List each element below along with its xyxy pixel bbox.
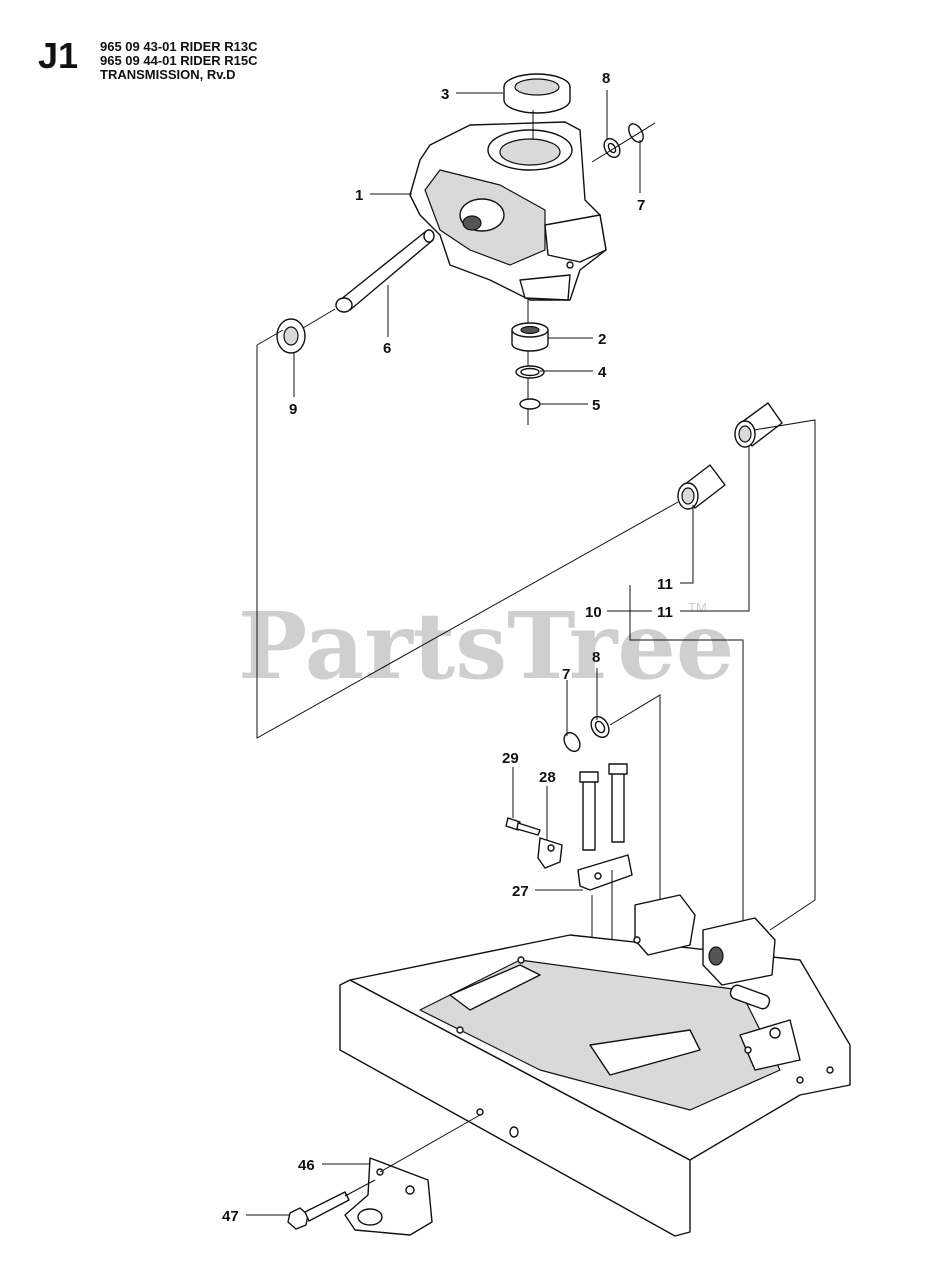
part-2-bearing[interactable]: [511, 322, 549, 352]
callout-7-top: 7: [637, 197, 645, 214]
part-11-bushing-left[interactable]: [677, 464, 726, 510]
callout-10: 10: [585, 604, 602, 621]
diagram-header: 965 09 43-01 RIDER R13C 965 09 44-01 RID…: [100, 40, 258, 82]
callout-1: 1: [355, 187, 363, 204]
callout-27: 27: [512, 883, 529, 900]
callout-11-a: 11: [657, 576, 673, 593]
part-27-bracket[interactable]: [577, 854, 633, 891]
part-5-washer[interactable]: [519, 398, 541, 410]
part-7-ring-top[interactable]: [626, 121, 646, 144]
part-7-ring-middle[interactable]: [561, 730, 583, 754]
header-line-3: TRANSMISSION, Rv.D: [100, 67, 236, 82]
callout-5: 5: [592, 397, 600, 414]
header-line-1: 965 09 43-01 RIDER R13C: [100, 39, 258, 54]
part-47-bolt[interactable]: [287, 1191, 350, 1230]
callout-6: 6: [383, 340, 391, 357]
header-line-2: 965 09 44-01 RIDER R15C: [100, 53, 258, 68]
diagram-code: J1: [38, 35, 79, 76]
callout-47: 47: [222, 1208, 239, 1225]
callout-8-top: 8: [602, 70, 610, 87]
callout-28: 28: [539, 769, 556, 786]
part-6-shaft[interactable]: [335, 229, 435, 313]
part-29-screw[interactable]: [505, 817, 541, 836]
part-8-washer-middle[interactable]: [588, 713, 613, 740]
part-9-seal[interactable]: [276, 318, 306, 354]
part-46-bracket[interactable]: [344, 1157, 433, 1236]
callout-7-middle: 7: [562, 666, 570, 683]
watermark-trademark: TM: [688, 600, 707, 615]
part-4-circlip[interactable]: [515, 365, 545, 379]
callout-8-middle: 8: [592, 649, 600, 666]
callout-2: 2: [598, 331, 606, 348]
transmission-housing[interactable]: [409, 121, 607, 301]
long-bolt-left[interactable]: [579, 771, 599, 851]
callout-4: 4: [598, 364, 607, 381]
part-8-washer-top[interactable]: [601, 136, 623, 160]
long-bolt-right[interactable]: [608, 763, 628, 843]
part-28-clip[interactable]: [537, 837, 563, 869]
frame-assembly[interactable]: [339, 894, 851, 1237]
callout-29: 29: [502, 750, 519, 767]
part-11-bushing-right[interactable]: [734, 402, 783, 448]
callout-11-b: 11: [657, 604, 673, 621]
callout-3: 3: [441, 86, 449, 103]
callout-46: 46: [298, 1157, 315, 1174]
part-3-bearing[interactable]: [503, 73, 571, 114]
callout-9: 9: [289, 401, 297, 418]
